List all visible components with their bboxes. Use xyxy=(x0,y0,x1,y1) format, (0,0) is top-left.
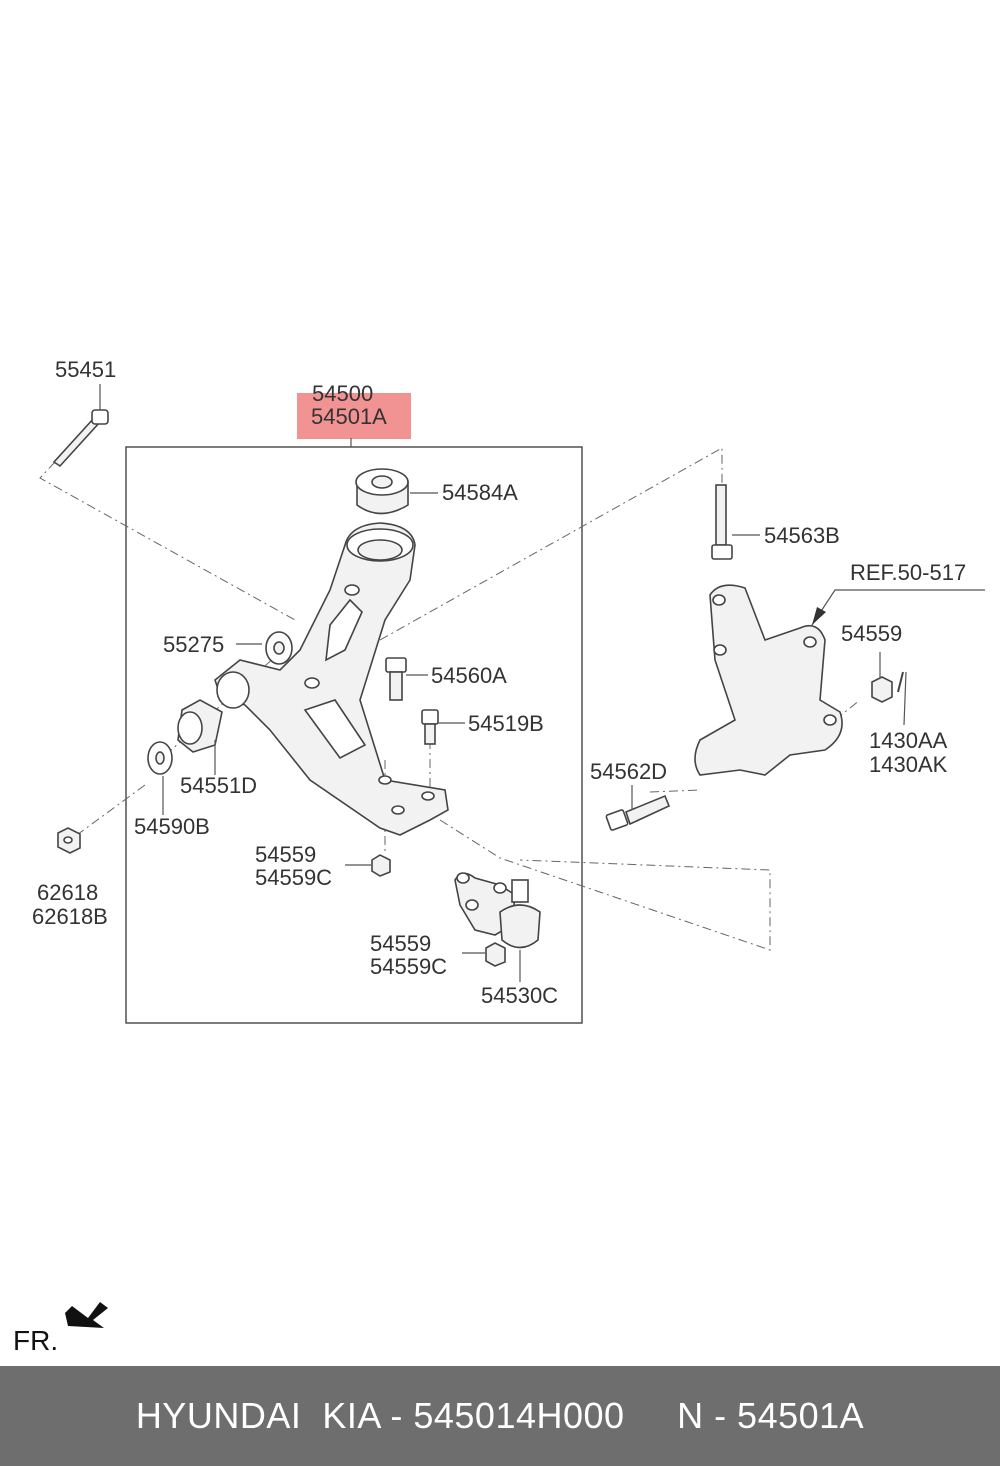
nut-54559-middle xyxy=(371,854,391,877)
ball-joint-54530C xyxy=(454,872,541,949)
label-54590B: 54590B xyxy=(134,814,210,839)
label-55275: 55275 xyxy=(163,632,224,657)
front-direction-label: FR. xyxy=(13,1325,58,1356)
label-54501A: 54501A xyxy=(311,404,387,429)
label-54562D: 54562D xyxy=(590,759,667,784)
bolt-55451 xyxy=(52,409,109,468)
assembly-box xyxy=(125,446,583,1024)
bushing-54551D xyxy=(177,699,223,753)
washer-55275 xyxy=(265,631,293,665)
label-54563B: 54563B xyxy=(764,523,840,548)
footer-part-number: HYUNDAI KIA - 545014H000 N - 54501A xyxy=(135,1395,865,1436)
footer-bar: HYUNDAI KIA - 545014H000 N - 54501A xyxy=(0,1366,1000,1466)
label-54559C-lower: 54559C xyxy=(370,954,447,979)
label-54560A: 54560A xyxy=(431,663,507,688)
label-54500: 54500 xyxy=(312,381,373,406)
label-ref-50-517: REF.50-517 xyxy=(850,560,966,585)
bolt-54562D xyxy=(605,794,671,831)
label-54559C-middle: 54559C xyxy=(255,865,332,890)
label-1430AA: 1430AA xyxy=(869,728,948,753)
label-54559-lower: 54559 xyxy=(370,931,431,956)
bolt-54563B xyxy=(711,484,733,560)
label-54584A: 54584A xyxy=(442,480,518,505)
label-54551D: 54551D xyxy=(180,773,257,798)
steering-knuckle xyxy=(694,584,843,776)
cotter-pin-1430AA xyxy=(897,671,907,726)
reference-arrow xyxy=(812,607,826,625)
highlight-box xyxy=(297,393,411,439)
washer-54590B xyxy=(147,741,173,775)
nut-62618 xyxy=(57,827,81,854)
front-direction-arrow-icon xyxy=(65,1302,108,1328)
label-62618: 62618 xyxy=(37,880,98,905)
lower-control-arm xyxy=(214,522,449,836)
label-55451: 55451 xyxy=(55,357,116,382)
stud-54519B xyxy=(421,709,439,745)
label-54519B: 54519B xyxy=(468,711,544,736)
label-54559-middle: 54559 xyxy=(255,842,316,867)
parts-diagram: 55451 54500 54501A 54584A 54563B REF.50-… xyxy=(13,357,985,1356)
label-54559-right: 54559 xyxy=(841,621,902,646)
label-62618B: 62618B xyxy=(32,904,108,929)
label-1430AK: 1430AK xyxy=(869,752,948,777)
nut-54559-right xyxy=(871,676,893,703)
nut-54559-lower xyxy=(485,942,506,967)
label-54530C: 54530C xyxy=(481,983,558,1008)
bolt-54560A xyxy=(385,657,407,701)
bushing-54584A xyxy=(355,468,409,515)
